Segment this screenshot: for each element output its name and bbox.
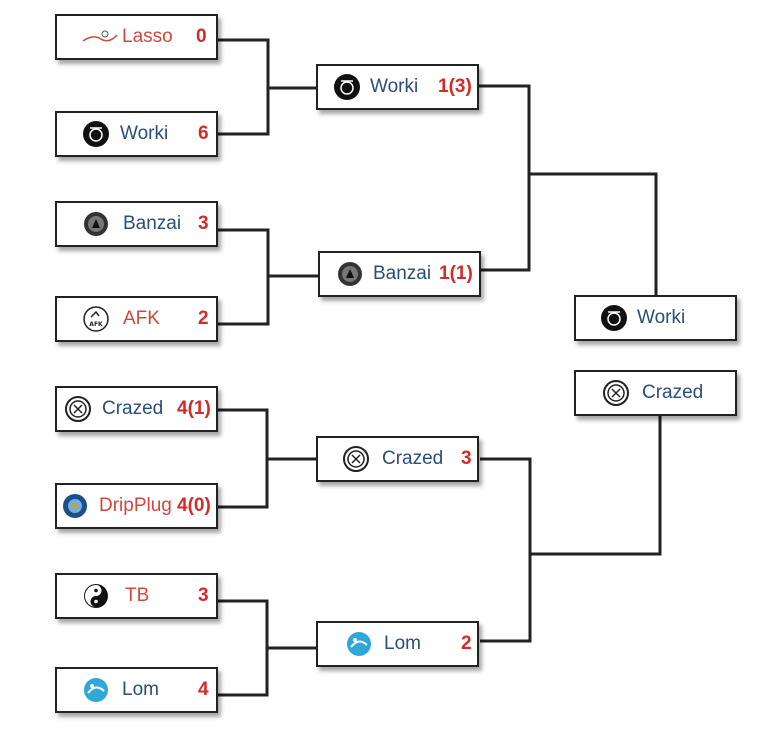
final-team-crazed: Crazed [574,370,737,416]
team-name: Lom [122,679,159,700]
round1-team-crazed: Crazed 4(1) [55,386,218,432]
svg-text:AFK: AFK [89,321,103,328]
worki-logo-icon [334,74,360,100]
team-score: 1(3) [438,76,472,97]
round1-team-banzai: Banzai 3 [55,201,218,247]
round2-team-lom: Lom 2 [316,621,479,667]
connector-r2-bottom [480,457,532,643]
round1-team-tb: TB 3 [55,573,218,619]
crazed-logo-icon [343,446,369,472]
banzai-logo-icon [337,261,363,287]
banzai-logo-icon [83,211,109,237]
team-name: Crazed [102,398,164,419]
team-score: 0 [196,26,207,47]
team-score: 2 [198,308,209,329]
afk-logo-icon: AFK [83,306,109,332]
round1-team-lom: Lom 4 [55,667,218,713]
connector-r2-top [478,84,531,272]
team-name: Worki [370,76,419,97]
team-name: Worki [637,307,686,328]
connector-r2-top-out [529,172,658,297]
crazed-logo-icon [65,396,91,422]
round1-team-dripplug: DripPlug 4(0) [55,483,218,529]
team-score: 3 [198,585,209,606]
round2-team-worki: Worki 1(3) [316,64,479,110]
team-score: 2 [461,633,472,654]
team-score: 4 [198,679,209,700]
round2-team-crazed: Crazed 3 [316,436,479,482]
team-score: 6 [198,123,209,144]
round1-team-afk: AFK AFK 2 [55,296,218,342]
tb-logo-icon [83,583,109,609]
lasso-logo-icon [81,30,119,44]
team-name: Lom [384,633,421,654]
team-name: Worki [120,123,169,144]
team-name: Banzai [373,263,432,284]
team-name: AFK [123,308,160,329]
team-name: DripPlug [99,495,172,516]
worki-logo-icon [601,305,627,331]
connector-r1-b [217,228,270,326]
team-score: 1(1) [439,263,473,284]
round1-team-lasso: Lasso 0 [55,14,218,60]
team-name: Crazed [382,448,444,469]
lom-logo-icon [346,631,372,657]
team-score: 3 [198,213,209,234]
team-name: TB [125,585,150,606]
round2-team-banzai: Banzai 1(1) [318,251,481,297]
connector-r1-a [217,38,270,136]
team-score: 3 [461,448,472,469]
connector-r1-d [217,599,269,697]
crazed-logo-icon [603,380,629,406]
connector-r1-c [217,408,269,509]
worki-logo-icon [83,121,109,147]
round1-team-worki: Worki 6 [55,111,218,157]
connector-r2-bottom-out [530,416,662,556]
dripplug-logo-icon [62,493,88,519]
team-score: 4(0) [177,495,211,516]
team-name: Lasso [122,26,173,47]
final-team-worki: Worki [574,295,737,341]
team-name: Banzai [123,213,182,234]
team-name: Crazed [642,382,704,403]
team-score: 4(1) [177,398,211,419]
lom-logo-icon [83,677,109,703]
